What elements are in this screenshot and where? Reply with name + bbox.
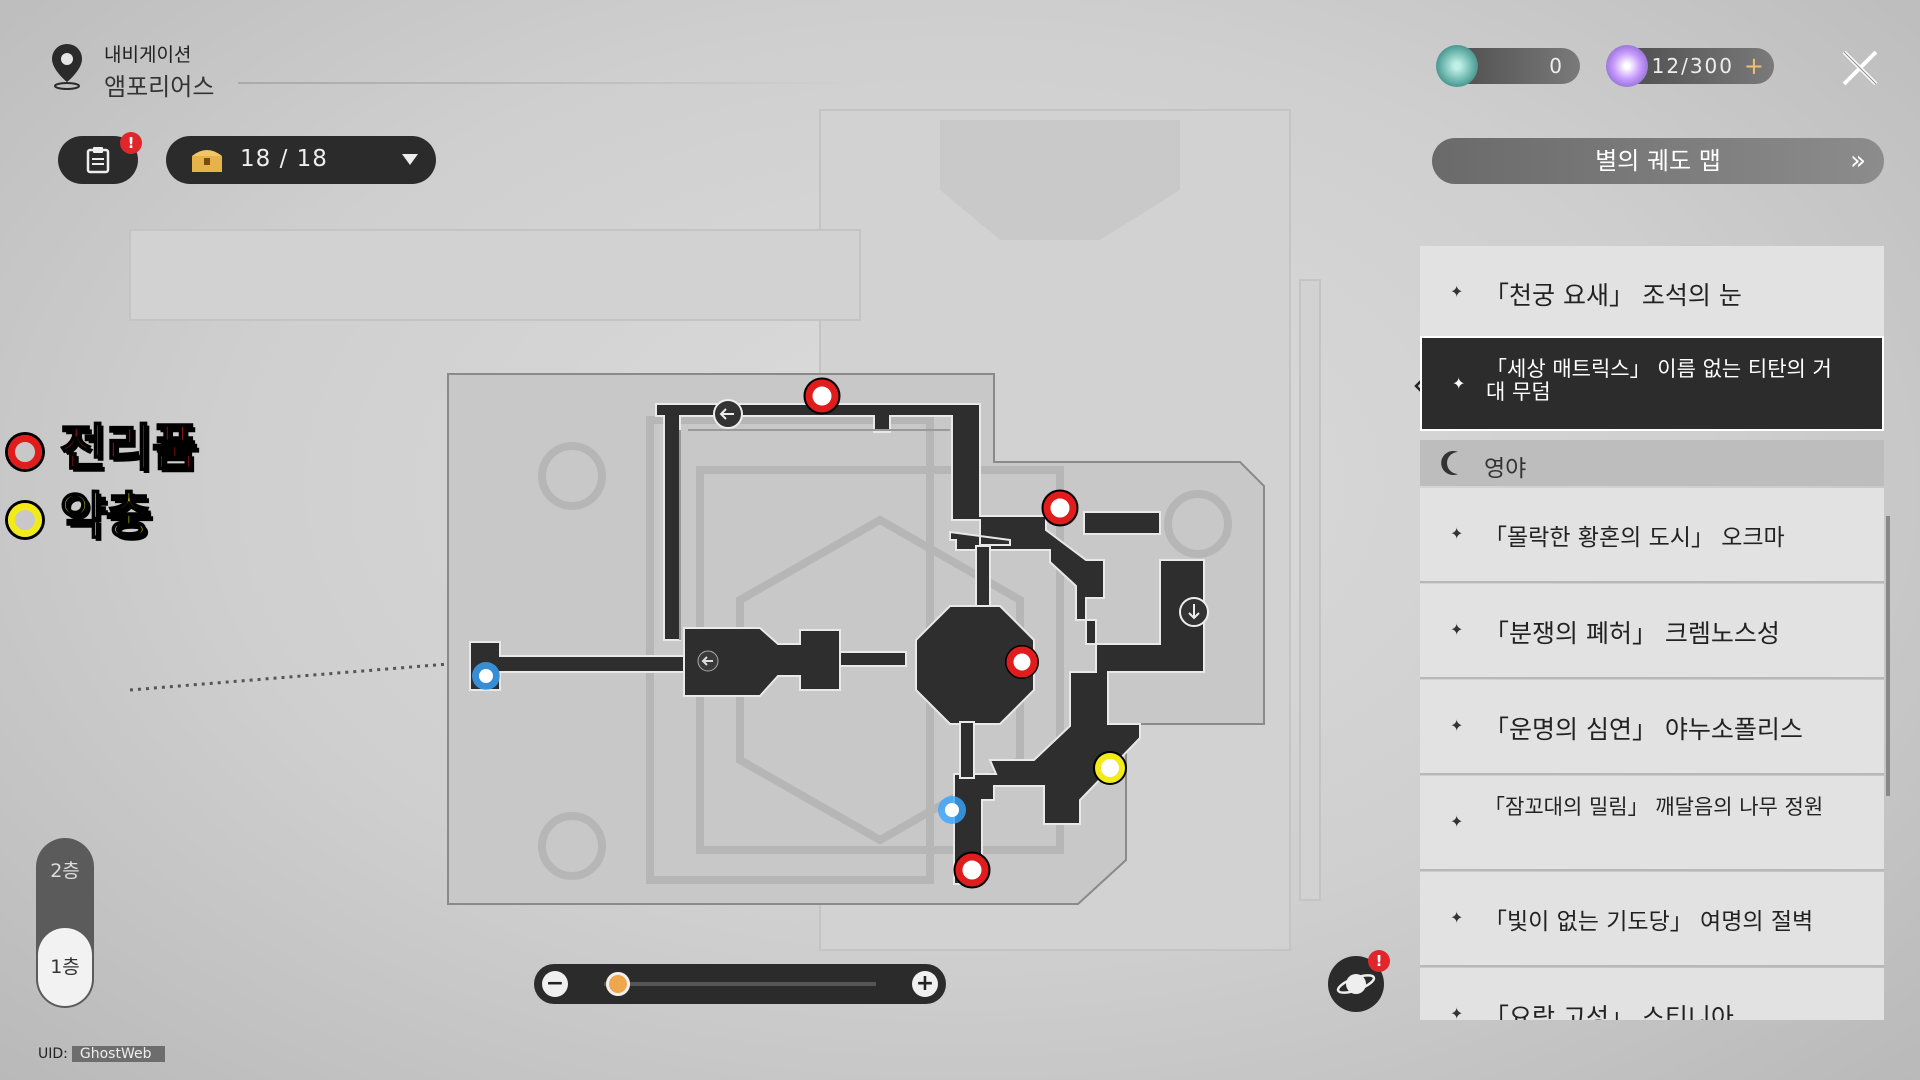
crescent-moon-icon: [1441, 451, 1458, 475]
list-item[interactable]: ✦ 「몰락한 황혼의 도시」 오크마: [1420, 488, 1884, 583]
currency-first-value: 0: [1549, 54, 1564, 78]
star-icon: ✦: [1450, 812, 1464, 831]
yellow-ring-icon: [8, 502, 42, 537]
section-header-label: 영야: [1484, 456, 1527, 482]
close-icon[interactable]: [1836, 44, 1884, 92]
list-item-label: 「천궁 요새」 조석의 눈: [1484, 281, 1742, 310]
star-icon: ✦: [1450, 282, 1464, 301]
map-upper-structure: [940, 120, 1180, 240]
bug-markers[interactable]: [1093, 751, 1127, 785]
planet-alert-badge: !: [1368, 950, 1390, 972]
zoom-in-button[interactable]: +: [912, 971, 938, 997]
star-icon: ✦: [1450, 1004, 1464, 1020]
map-pin-icon: [52, 44, 82, 90]
list-item[interactable]: ✦ 「요람 고성」 스티니아: [1420, 968, 1884, 1020]
star-orbit-map-button[interactable]: 별의 궤도 맵 »: [1432, 138, 1884, 184]
teleport-anchor-icons[interactable]: [472, 662, 966, 824]
list-item-label: 「몰락한 황혼의 도시」 오크마: [1484, 525, 1785, 551]
quest-log-button[interactable]: !: [58, 132, 142, 184]
map-waypoints: [697, 399, 1209, 672]
list-item[interactable]: ✦ 「분쟁의 폐허」 크렘노스성: [1420, 584, 1884, 679]
red-ring-icon: [8, 434, 42, 469]
zoom-out-button[interactable]: −: [542, 971, 568, 997]
star-icon: ✦: [1450, 908, 1464, 927]
current-location: 앰포리어스: [104, 73, 215, 101]
legend-loot: 전리품: [8, 408, 199, 480]
double-chevron-right-icon: »: [1850, 146, 1866, 176]
legend-bug-label: 약충: [59, 486, 153, 546]
legend-bug: 약충: [8, 476, 153, 548]
uid-value: GhostWeb: [71, 1046, 166, 1062]
chest-count: 18 / 18: [240, 146, 328, 172]
floor-1-button[interactable]: 1층: [38, 928, 92, 1006]
treasure-chest-counter[interactable]: 18 / 18: [166, 136, 436, 184]
list-item-label: 「세상 매트릭스」 이름 없는 티탄의 거대 무덤: [1486, 357, 1832, 404]
loot-markers[interactable]: [803, 377, 1079, 889]
zoom-track[interactable]: [604, 982, 876, 986]
list-item[interactable]: ✦ 「천궁 요새」 조석의 눈: [1420, 246, 1884, 341]
star-icon: ✦: [1450, 524, 1464, 543]
treasure-chest-icon: [192, 150, 222, 172]
uid-display: UID:GhostWeb: [38, 1046, 166, 1062]
location-list: ✦ 「천궁 요새」 조석의 눈 ✦ 「세상 매트릭스」 이름 없는 티탄의 거대…: [1420, 206, 1884, 1020]
list-item-label: 「분쟁의 폐허」 크렘노스성: [1484, 619, 1780, 648]
stellar-jade-icon: [1606, 45, 1648, 87]
planet-map-button[interactable]: !: [1328, 950, 1390, 1012]
star-orbit-map-label: 별의 궤도 맵: [1595, 147, 1721, 175]
currency-first[interactable]: 0: [1436, 45, 1580, 87]
dropdown-arrow-icon[interactable]: [402, 154, 418, 165]
floor-2-button[interactable]: 2층: [50, 860, 80, 882]
list-item-label: 「운명의 심연」 야누소폴리스: [1484, 715, 1803, 744]
clipboard-icon: [86, 147, 110, 174]
crystal-icon: [1436, 45, 1478, 87]
zoom-slider-handle[interactable]: [605, 972, 630, 996]
navigation-divider: [238, 82, 858, 84]
navigation-label: 내비게이션: [104, 44, 192, 66]
map-walkways: [469, 403, 1205, 885]
list-item-label: 「잠꼬대의 밀림」 깨달음의 나무 정원: [1484, 795, 1824, 819]
list-item[interactable]: ✦ 「빛이 없는 기도당」 여명의 절벽: [1420, 872, 1884, 967]
currency-second[interactable]: 12/300 +: [1606, 45, 1774, 87]
list-item-label: 「요람 고성」 스티니아: [1484, 1003, 1734, 1020]
planet-icon: [1336, 974, 1376, 994]
star-icon: ✦: [1450, 620, 1464, 639]
star-icon: ✦: [1450, 716, 1464, 735]
quest-alert-badge: !: [120, 132, 142, 154]
zoom-control: − +: [534, 964, 946, 1004]
list-item[interactable]: ✦ 「잠꼬대의 밀림」 깨달음의 나무 정원: [1420, 776, 1884, 871]
add-currency-button[interactable]: +: [1743, 52, 1764, 80]
section-header[interactable]: 영야: [1420, 440, 1884, 486]
list-item-label: 「빛이 없는 기도당」 여명의 절벽: [1484, 909, 1814, 935]
map-dotted-path: [129, 662, 449, 692]
floor-selector: 2층 1층: [36, 838, 94, 1008]
list-item[interactable]: ✦ 「운명의 심연」 야누소폴리스: [1420, 680, 1884, 775]
list-scrollbar[interactable]: [1886, 516, 1890, 796]
list-item-selected[interactable]: ✦ 「세상 매트릭스」 이름 없는 티탄의 거대 무덤: [1420, 336, 1884, 431]
uid-label: UID:: [38, 1046, 68, 1062]
star-icon: ✦: [1452, 374, 1466, 393]
legend-loot-label: 전리품: [59, 418, 199, 478]
map-decorations: [538, 416, 1232, 884]
map-path-edges: [679, 429, 950, 640]
currency-second-value: 12/300: [1651, 54, 1734, 78]
